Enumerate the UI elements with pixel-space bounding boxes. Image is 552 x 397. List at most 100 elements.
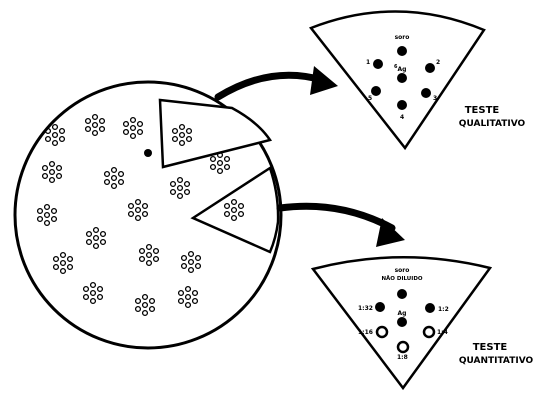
plate-well <box>59 259 67 267</box>
plate-well <box>91 129 99 137</box>
quantitative-test-wedge: soro NÃO DILUIDO Ag 1:32 1:2 1:16 1:4 1:… <box>310 256 534 391</box>
qualitative-well-number-2: 2 <box>436 59 440 66</box>
plate-well <box>98 125 106 133</box>
plate-well <box>216 151 224 159</box>
plate-well <box>96 293 104 301</box>
plate-well <box>59 251 67 259</box>
plate-well <box>84 125 92 133</box>
plate-well <box>43 211 51 219</box>
plate-well <box>99 238 107 246</box>
plate-well <box>176 184 184 192</box>
plate-well <box>134 198 142 206</box>
qualitative-well-number-5: 5 <box>368 95 372 102</box>
plate-well <box>184 285 192 293</box>
plate-well <box>216 159 224 167</box>
arrow-to-quantitative <box>276 202 405 247</box>
plate-well <box>41 164 49 172</box>
plate-well <box>176 192 184 200</box>
quantitative-undiluted-label: NÃO DILUIDO <box>381 275 422 282</box>
plate-well <box>110 182 118 190</box>
plate-well <box>41 172 49 180</box>
plate-well <box>110 174 118 182</box>
plate-well <box>148 297 156 305</box>
plate-well <box>180 262 188 270</box>
well-rosette <box>84 113 106 137</box>
well-rosette <box>41 160 63 184</box>
plate-well <box>96 285 104 293</box>
plate-well <box>191 289 199 297</box>
plate-well <box>127 210 135 218</box>
plate-well <box>117 170 125 178</box>
plate-well <box>138 255 146 263</box>
plate-well <box>145 243 153 251</box>
well-rosette <box>122 116 144 140</box>
plate-well <box>209 163 217 171</box>
plate-well <box>184 293 192 301</box>
plate-well <box>85 238 93 246</box>
plate-well <box>194 254 202 262</box>
plate-well <box>152 247 160 255</box>
plate-well <box>178 139 186 147</box>
plate-well <box>89 289 97 297</box>
plate-well <box>51 123 59 131</box>
plate-well <box>223 155 231 163</box>
plate-well <box>98 117 106 125</box>
plate-well <box>237 210 245 218</box>
quantitative-title-line2: QUANTITATIVO <box>459 356 534 366</box>
plate-well <box>82 293 90 301</box>
plate-well <box>134 214 142 222</box>
plate-well <box>223 202 231 210</box>
quantitative-well-center <box>397 317 407 327</box>
plate-well <box>230 206 238 214</box>
plate-well <box>141 202 149 210</box>
plate-well <box>55 172 63 180</box>
qualitative-well-6 <box>371 86 381 96</box>
plate-well <box>129 116 137 124</box>
quantitative-well-1-32 <box>375 302 385 312</box>
plate-well <box>141 301 149 309</box>
quantitative-title-line1: TESTE <box>473 342 508 353</box>
plate-well <box>127 202 135 210</box>
plate-well <box>209 155 217 163</box>
plate-well <box>52 255 60 263</box>
plate-well <box>92 242 100 250</box>
quantitative-dilution-1-16: 1:16 <box>358 329 373 336</box>
plate-well <box>191 297 199 305</box>
qualitative-well-4 <box>397 100 407 110</box>
quantitative-dilution-1-4: 1:4 <box>437 329 448 336</box>
plate-well <box>136 120 144 128</box>
plate-outline <box>13 80 283 350</box>
well-rosette <box>127 198 149 222</box>
qualitative-well-number-3: 3 <box>433 95 437 102</box>
plate-well <box>36 207 44 215</box>
plate-well <box>237 202 245 210</box>
plate-well <box>117 178 125 186</box>
plate-well <box>178 123 186 131</box>
qualitative-title-line2: QUALITATIVO <box>459 119 526 129</box>
plate-well <box>55 164 63 172</box>
plate-well <box>141 309 149 317</box>
well-rosette <box>103 166 125 190</box>
plate-well <box>184 301 192 309</box>
plate-well <box>44 135 52 143</box>
plate-well <box>134 305 142 313</box>
plate-well <box>103 178 111 186</box>
plate-cutout-lower <box>190 166 280 254</box>
plate-well <box>122 120 130 128</box>
qualitative-well-number-1: 1 <box>366 59 370 66</box>
plate-well <box>171 135 179 143</box>
qualitative-well-top <box>397 46 407 56</box>
quantitative-dilution-1-2: 1:2 <box>438 306 449 313</box>
plate-well <box>122 128 130 136</box>
well-rosette <box>134 293 156 317</box>
qualitative-serum-label: soro <box>395 34 410 41</box>
plate-well <box>141 210 149 218</box>
well-rosette <box>177 285 199 309</box>
well-rosette <box>82 281 104 305</box>
plate-marked-well <box>144 149 152 157</box>
plate-well <box>152 255 160 263</box>
plate-well <box>89 297 97 305</box>
plate-well <box>48 160 56 168</box>
plate-well <box>145 251 153 259</box>
